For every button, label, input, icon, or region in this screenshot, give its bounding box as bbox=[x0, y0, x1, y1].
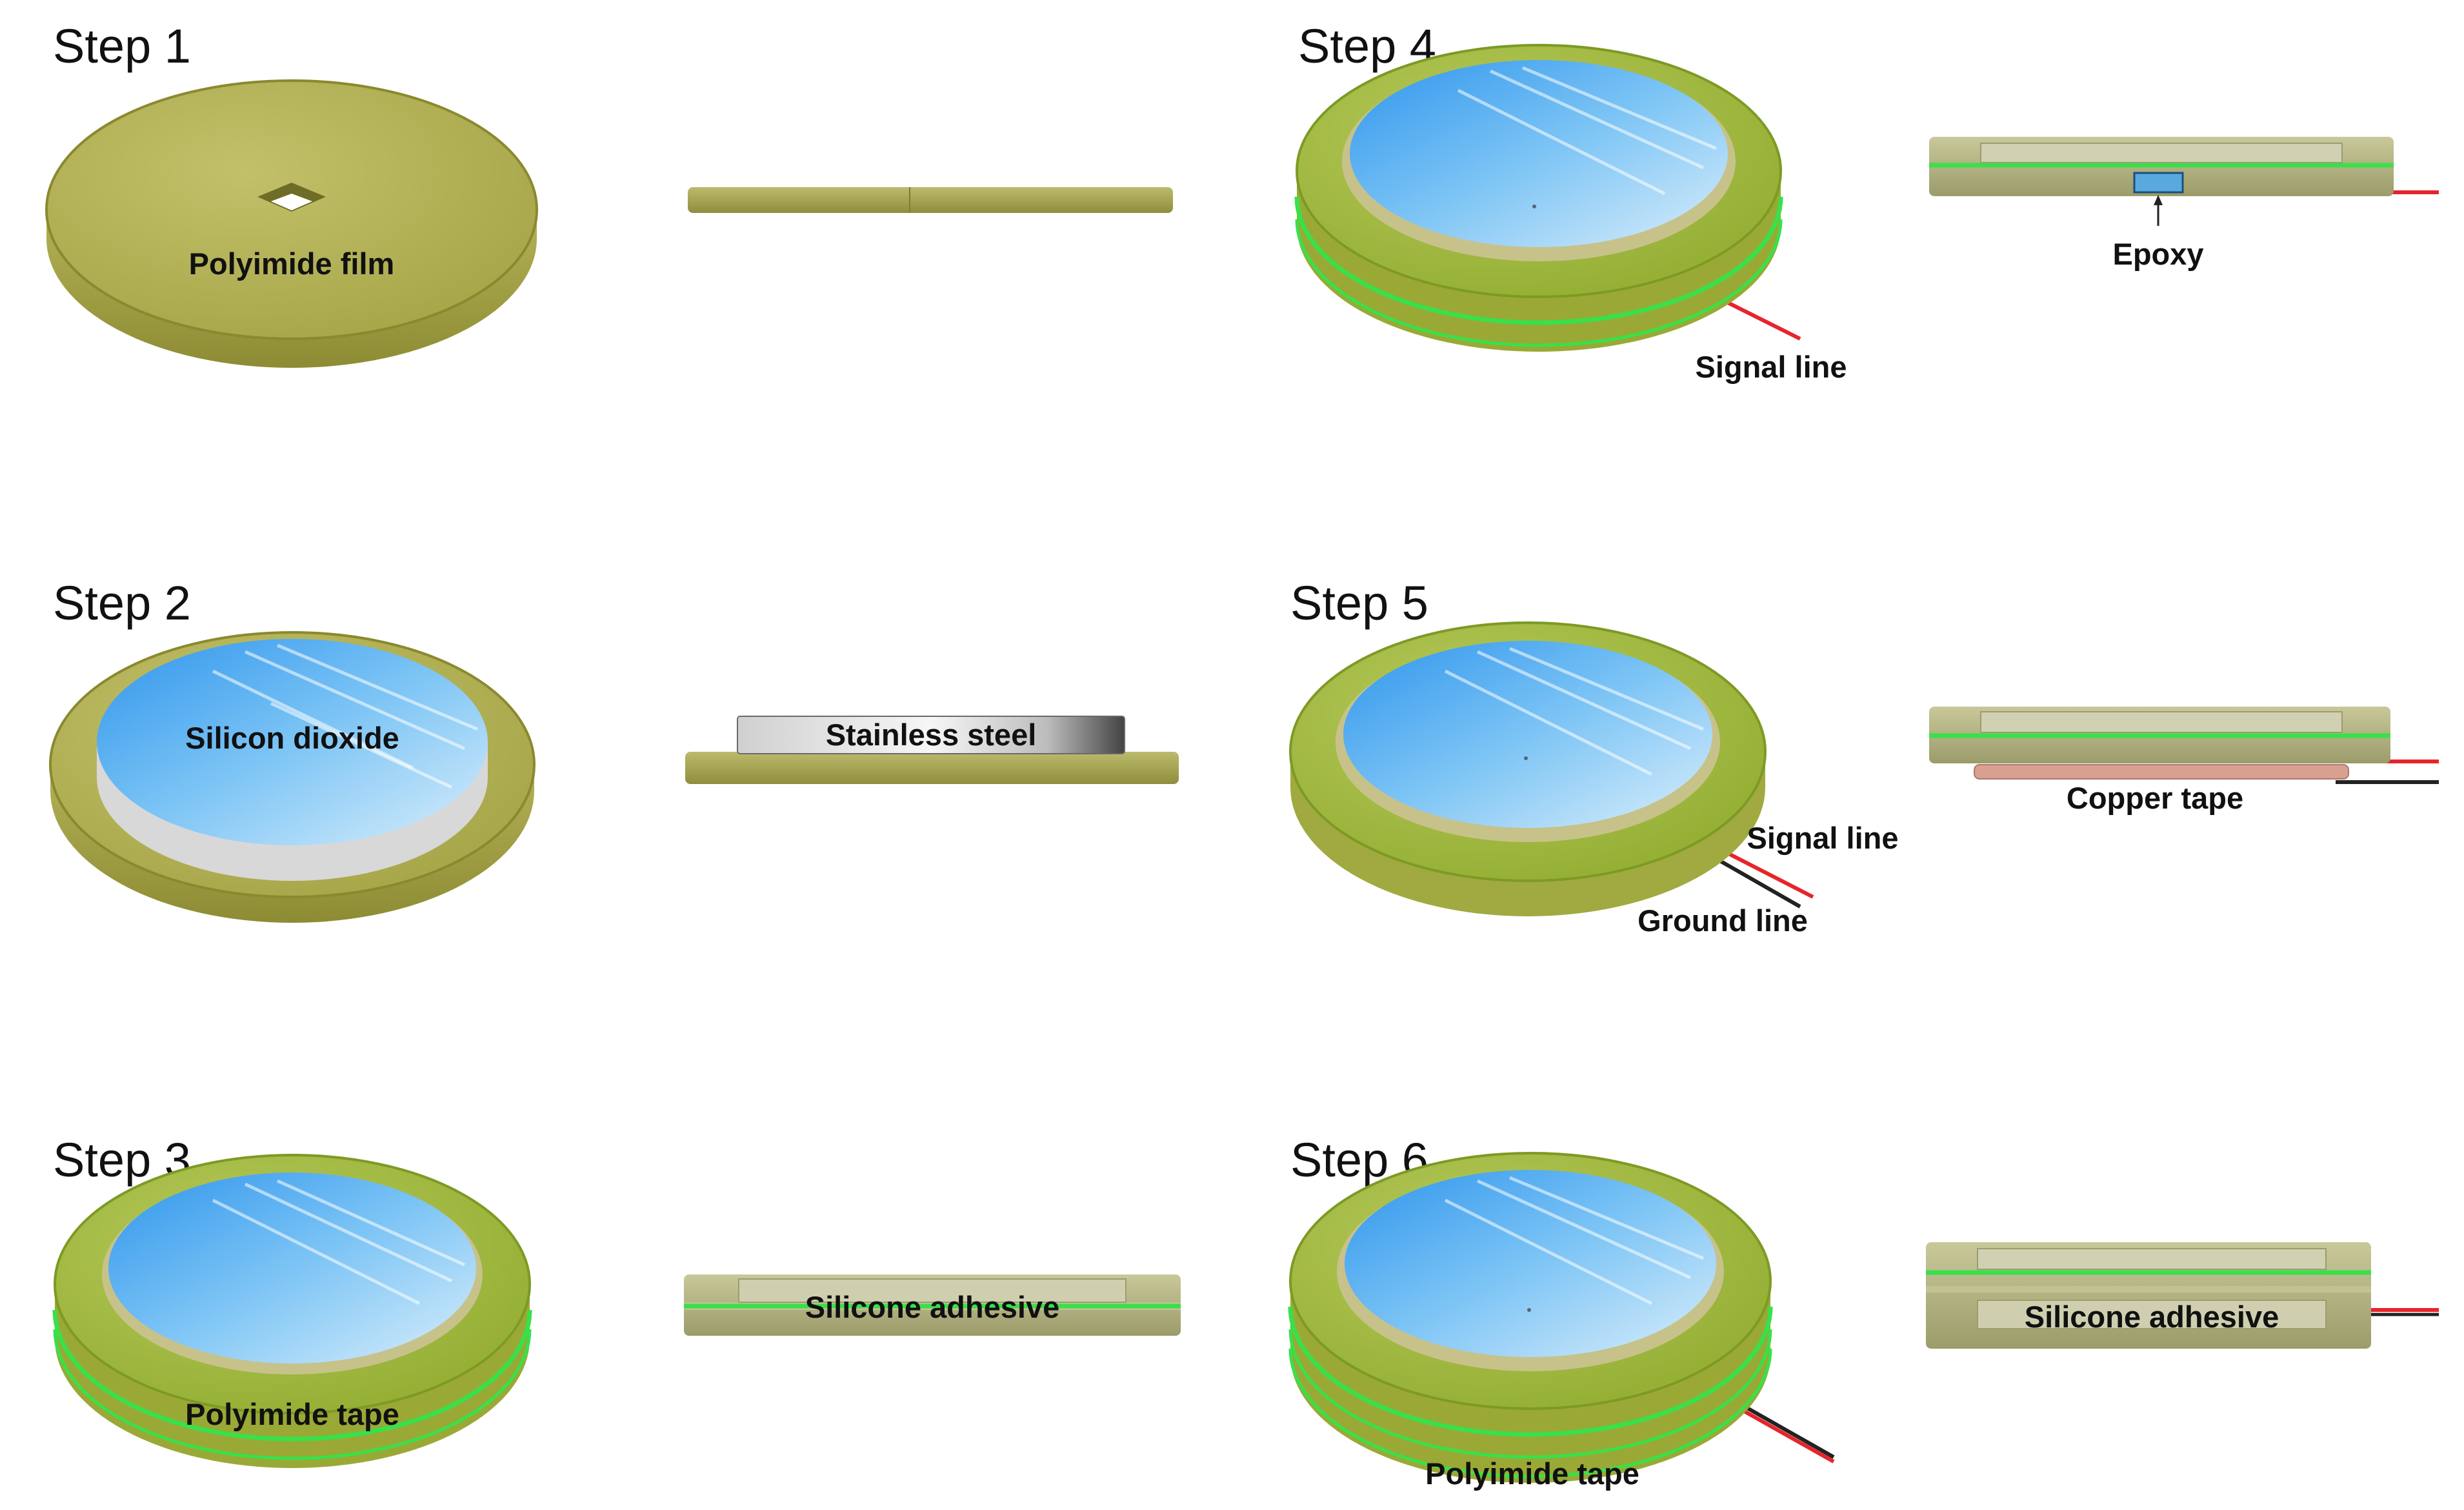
step-1-side-view bbox=[688, 187, 1173, 213]
epoxy-label: Epoxy bbox=[2112, 237, 2203, 271]
step-1-title: Step 1 bbox=[53, 19, 191, 73]
step-4: Step 4 Signal line Epoxy bbox=[1294, 19, 2439, 384]
step-2: Step 2 Silicon dioxide Stainless steel bbox=[49, 576, 1179, 923]
step-2-disc bbox=[49, 631, 536, 923]
polyimide-tape-label: Polyimide tape bbox=[1425, 1456, 1639, 1491]
polyimide-tape-label: Polyimide tape bbox=[185, 1397, 399, 1431]
square-hole bbox=[257, 183, 326, 212]
copper-tape-label: Copper tape bbox=[2067, 781, 2243, 815]
signal-line-label: Signal line bbox=[1747, 821, 1898, 855]
step-5-disc bbox=[1289, 621, 1814, 916]
step-3: Step 3 Polyimide tape Silicone adhesive bbox=[52, 1133, 1181, 1468]
step-4-disc bbox=[1294, 44, 1801, 352]
silicone-adhesive-label: Silicone adhesive bbox=[2025, 1300, 2279, 1334]
step-6-side-view bbox=[1926, 1242, 2439, 1349]
silicon-dioxide-label: Silicon dioxide bbox=[185, 721, 399, 755]
adhesive-edge-line bbox=[52, 1309, 532, 1442]
step-5: Step 5 Signal line Ground line Coppe bbox=[1289, 576, 2439, 938]
step-2-title: Step 2 bbox=[53, 576, 191, 630]
silicon-dioxide-disc bbox=[97, 639, 488, 845]
step-2-side-view bbox=[685, 716, 1179, 784]
step-6-disc bbox=[1288, 1152, 1835, 1483]
glass-reflections bbox=[212, 643, 478, 789]
copper-tape-layer bbox=[1974, 764, 2349, 780]
silicone-adhesive-label: Silicone adhesive bbox=[805, 1290, 1059, 1324]
signal-line-label: Signal line bbox=[1695, 350, 1847, 384]
polyimide-film-label: Polyimide film bbox=[189, 247, 395, 281]
step-6: Step 6 Polyimide tape bbox=[1288, 1133, 2439, 1491]
stainless-steel-layer bbox=[737, 716, 1125, 754]
step-5-side-view bbox=[1929, 707, 2439, 784]
step-3-side-view bbox=[684, 1274, 1181, 1336]
step-3-disc bbox=[52, 1154, 532, 1468]
polyimide-film-disc bbox=[45, 79, 538, 368]
ground-line-label: Ground line bbox=[1638, 903, 1808, 938]
epoxy-block bbox=[2133, 172, 2184, 194]
step-1: Step 1 Polyimide film bbox=[45, 19, 1173, 368]
step-5-title: Step 5 bbox=[1290, 576, 1428, 630]
step-4-side-view bbox=[1929, 137, 2439, 226]
stainless-steel-label: Stainless steel bbox=[826, 718, 1037, 752]
